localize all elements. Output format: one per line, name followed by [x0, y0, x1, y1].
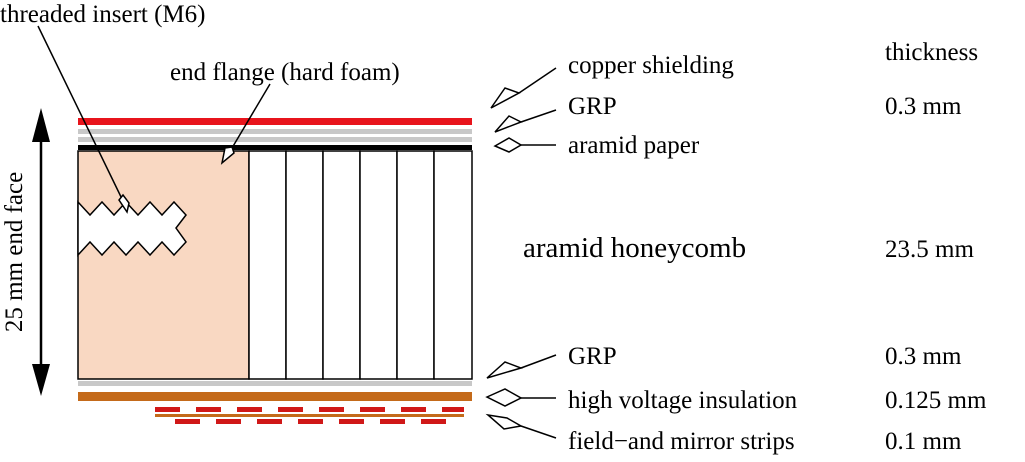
thickness-grp-bottom: 0.3 mm	[885, 343, 962, 370]
grp-bottom-layer	[78, 381, 472, 386]
end-face-label: 25 mm end face	[1, 172, 28, 332]
threaded-insert-label: threaded insert (M6)	[0, 1, 205, 28]
end-face-dimension-arrow	[32, 108, 50, 396]
grp-top-label: GRP	[568, 93, 617, 120]
aramid-honeycomb-label: aramid honeycomb	[523, 232, 746, 264]
honeycomb-cells	[248, 150, 473, 380]
threaded-insert-shape	[77, 200, 187, 257]
grp-bottom-label: GRP	[568, 343, 617, 370]
pointer-lines	[37, 25, 557, 439]
field-and-mirror-strips	[155, 407, 464, 424]
aramid-paper-label: aramid paper	[568, 132, 700, 159]
thickness-header: thickness	[885, 39, 978, 66]
thickness-honeycomb: 23.5 mm	[885, 236, 974, 263]
copper-shielding-layer	[78, 118, 472, 125]
copper-shielding-label: copper shielding	[568, 52, 734, 79]
thickness-grp-top: 0.3 mm	[885, 93, 962, 120]
thickness-strips: 0.1 mm	[885, 428, 962, 455]
aramid-paper-layer	[78, 145, 472, 150]
end-flange-label: end flange (hard foam)	[170, 59, 400, 86]
grp-top-layer-b	[78, 137, 472, 142]
field-strips-label: field−and mirror strips	[568, 428, 795, 455]
end-flange-block	[77, 150, 250, 380]
grp-top-layer-a	[78, 129, 472, 134]
hv-insulation-layer	[78, 392, 472, 401]
thickness-hv-insulation: 0.125 mm	[885, 387, 987, 414]
hv-insulation-label: high voltage insulation	[568, 387, 798, 414]
